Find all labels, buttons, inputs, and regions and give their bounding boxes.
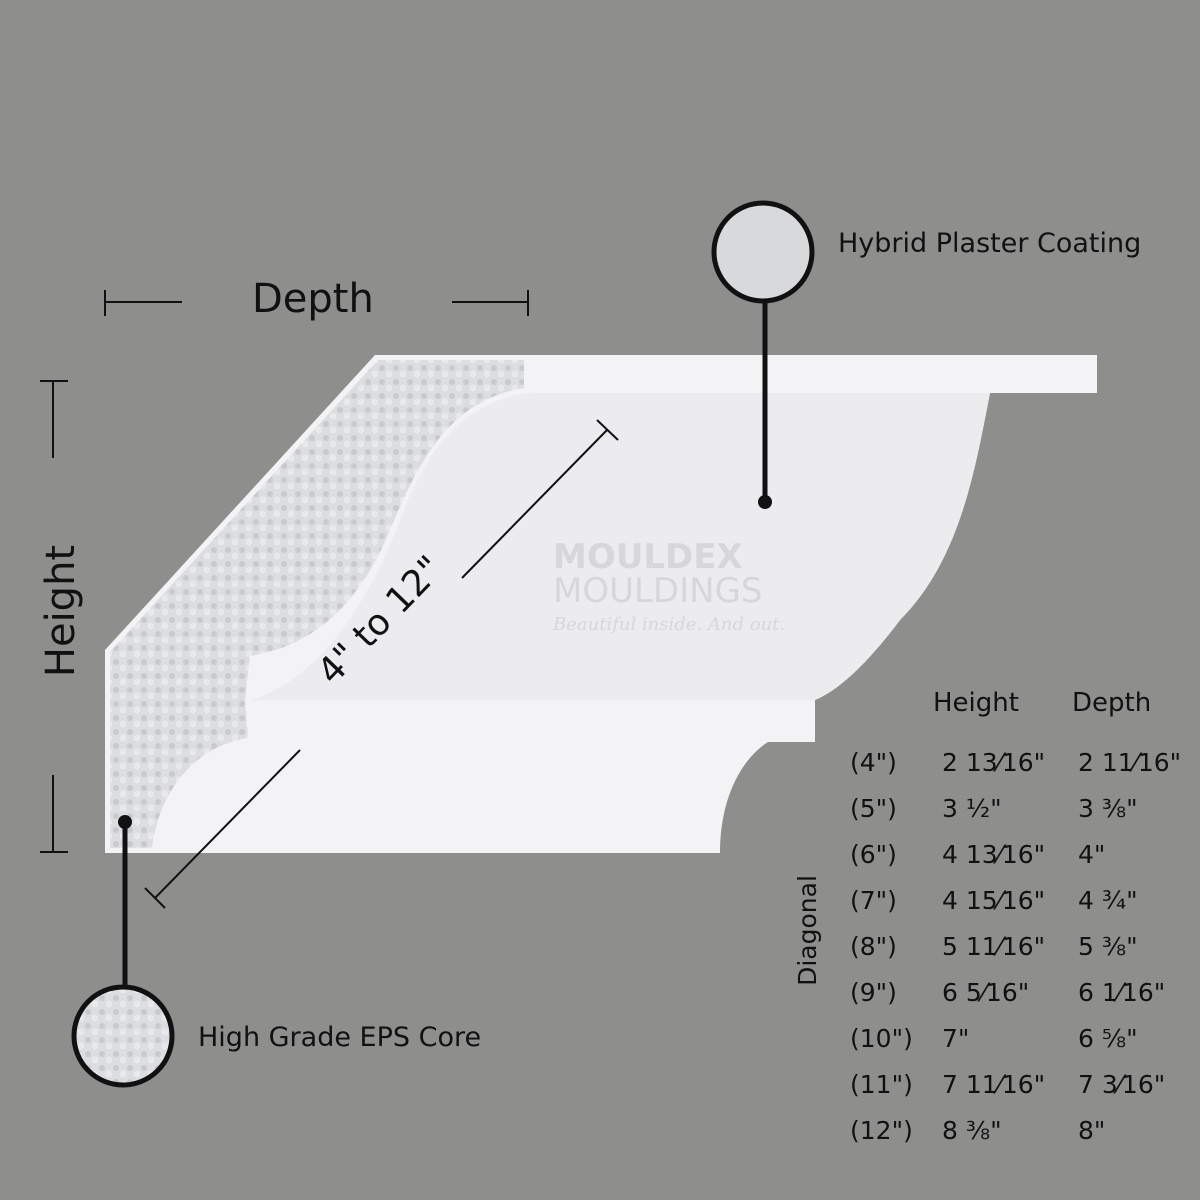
cell-depth: 6 ⅝" [1078, 1024, 1138, 1053]
cell-height: 4 13⁄16" [942, 840, 1046, 869]
cell-diag: (12") [850, 1116, 913, 1145]
cell-height: 4 15⁄16" [942, 886, 1046, 915]
cell-depth: 8" [1078, 1116, 1106, 1145]
cell-height: 5 11⁄16" [942, 932, 1046, 961]
cell-height: 8 ⅜" [942, 1116, 1002, 1145]
cell-depth: 5 ⅜" [1078, 932, 1138, 961]
height-dimension [40, 380, 68, 853]
height-label: Height [38, 544, 85, 678]
cell-diag: (8") [850, 932, 897, 961]
cell-height: 7 11⁄16" [942, 1070, 1046, 1099]
eps-core-label: High Grade EPS Core [198, 1022, 482, 1053]
cell-diag: (9") [850, 978, 897, 1007]
hybrid-callout [711, 200, 815, 509]
cell-diag: (6") [850, 840, 897, 869]
cell-diag: (4") [850, 748, 897, 777]
cell-height: 7" [942, 1024, 970, 1053]
plaster-underside-shade [250, 393, 990, 700]
cell-diag: (10") [850, 1024, 913, 1053]
cell-diag: (5") [850, 794, 897, 823]
cell-depth: 7 3⁄16" [1078, 1070, 1166, 1099]
cell-depth: 2 11⁄16" [1078, 748, 1182, 777]
diagonal-dimension [144, 419, 619, 909]
diagonal-axis-label: Diagonal [792, 875, 822, 986]
hybrid-plaster-label: Hybrid Plaster Coating [838, 228, 1142, 259]
depth-label: Depth [252, 276, 374, 322]
eps-core [110, 360, 524, 848]
cell-depth: 4" [1078, 840, 1106, 869]
header-height: Height [933, 688, 1019, 718]
header-depth: Depth [1072, 688, 1152, 718]
cell-height: 2 13⁄16" [942, 748, 1046, 777]
eps-callout [71, 815, 175, 1088]
cell-depth: 3 ⅜" [1078, 794, 1138, 823]
cell-depth: 6 1⁄16" [1078, 978, 1166, 1007]
cell-diag: (7") [850, 886, 897, 915]
cell-height: 3 ½" [942, 794, 1002, 823]
watermark: MOULDEX MOULDINGS Beautiful inside. And … [553, 537, 786, 635]
cell-diag: (11") [850, 1070, 913, 1099]
cell-height: 6 5⁄16" [942, 978, 1030, 1007]
depth-dimension [104, 290, 529, 316]
cell-depth: 4 ¾" [1078, 886, 1138, 915]
